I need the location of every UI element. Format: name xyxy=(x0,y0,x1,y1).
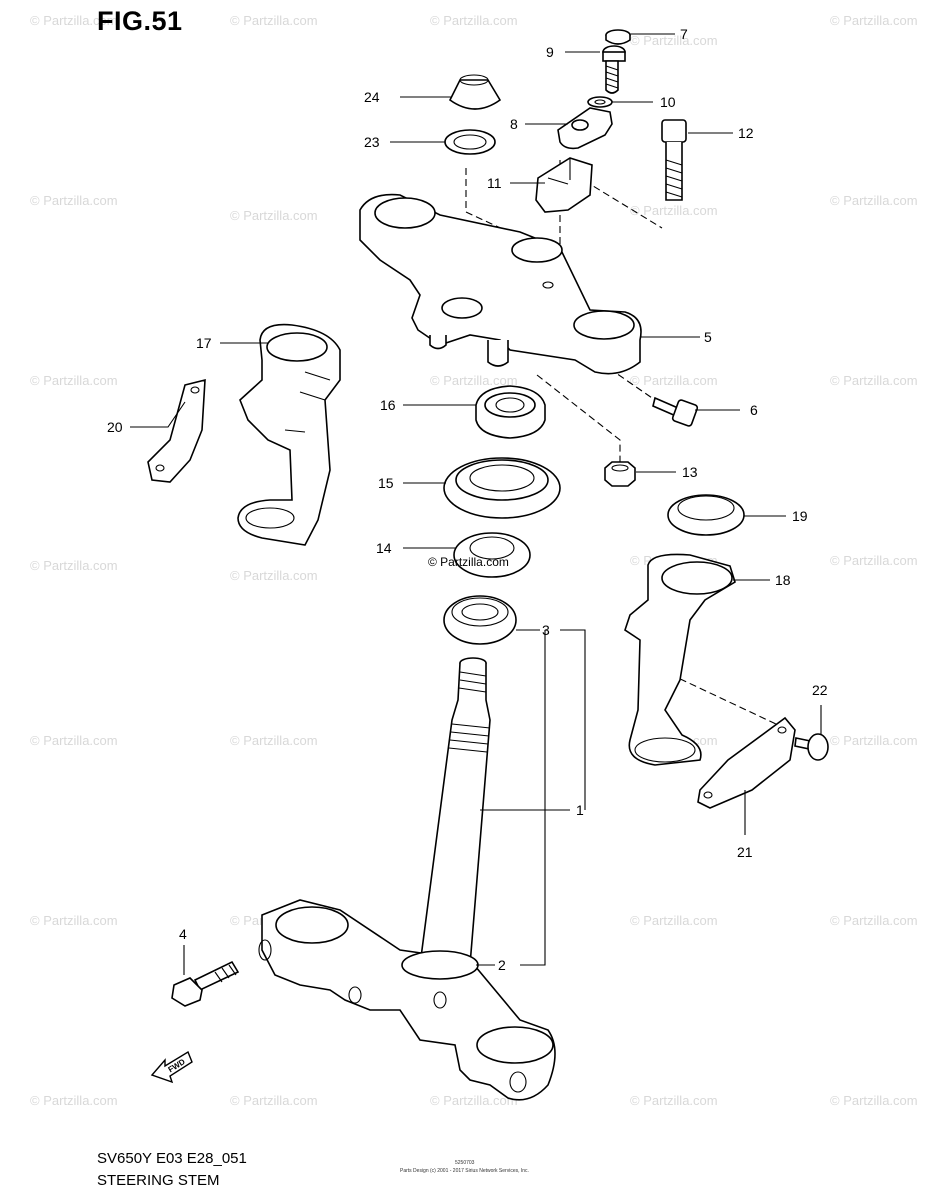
part-9-bolt xyxy=(602,45,626,94)
part-19-seal xyxy=(667,494,745,536)
callout-12: 12 xyxy=(738,125,754,141)
callout-4: 4 xyxy=(179,926,187,942)
watermark: © Partzilla.com xyxy=(830,913,918,928)
part-24-cap xyxy=(448,74,502,110)
watermark: © Partzilla.com xyxy=(230,208,318,223)
watermark: © Partzilla.com xyxy=(30,913,118,928)
callout-10: 10 xyxy=(660,94,676,110)
part-1-steering-stem xyxy=(419,657,491,966)
watermark: © Partzilla.com xyxy=(430,13,518,28)
part-10-washer xyxy=(587,96,613,108)
watermark: © Partzilla.com xyxy=(830,193,918,208)
watermark: © Partzilla.com xyxy=(830,1093,918,1108)
part-13-nut xyxy=(604,461,636,487)
callout-16: 16 xyxy=(380,397,396,413)
callout-15: 15 xyxy=(378,475,394,491)
watermark: © Partzilla.com xyxy=(230,733,318,748)
part-7-cap xyxy=(605,29,631,45)
callout-9: 9 xyxy=(546,44,554,60)
model-code: SV650Y E03 E28_051 xyxy=(97,1150,247,1167)
callout-20: 20 xyxy=(107,419,123,435)
callout-21: 21 xyxy=(737,844,753,860)
copyright-text: Parts Design (c) 2001 - 2017 Sirius Netw… xyxy=(400,1168,529,1174)
callout-numbers: 7 9 10 8 12 24 23 11 5 6 13 16 15 14 3 1… xyxy=(107,26,828,973)
callout-11: 11 xyxy=(487,175,502,191)
fwd-arrow-icon: FWD xyxy=(150,1050,193,1084)
watermark: © Partzilla.com xyxy=(30,193,118,208)
part-18-right-bracket xyxy=(624,553,736,766)
callout-24: 24 xyxy=(364,89,380,105)
figure-title: FIG.51 xyxy=(97,6,183,36)
watermark: © Partzilla.com xyxy=(30,373,118,388)
part-21-plate xyxy=(697,716,796,809)
part-20-plate xyxy=(147,378,206,483)
watermark: © Partzilla.com xyxy=(230,568,318,583)
part-12-bolt xyxy=(661,119,687,201)
callout-7: 7 xyxy=(680,26,688,42)
callout-2: 2 xyxy=(498,957,506,973)
part-2-lower-bracket xyxy=(258,899,556,1101)
part-17-left-bracket xyxy=(237,323,341,546)
callout-13: 13 xyxy=(682,464,698,480)
callout-5: 5 xyxy=(704,329,712,345)
watermark: © Partzilla.com xyxy=(830,733,918,748)
callout-1: 1 xyxy=(576,802,584,818)
part-15-dust-seal xyxy=(443,457,561,519)
watermark: © Partzilla.com xyxy=(30,733,118,748)
part-11-holder xyxy=(535,157,593,213)
watermark: © Partzilla.com xyxy=(630,373,718,388)
section-name: STEERING STEM xyxy=(97,1172,220,1189)
watermark: © Partzilla.com xyxy=(230,1093,318,1108)
watermark: © Partzilla.com xyxy=(30,558,118,573)
watermark: © Partzilla.com xyxy=(430,1093,518,1108)
watermark: © Partzilla.com xyxy=(30,13,118,28)
callout-14: 14 xyxy=(376,540,392,556)
watermark-grid: © Partzilla.com © Partzilla.com © Partzi… xyxy=(30,13,918,1108)
part-3-bearing xyxy=(443,595,517,645)
part-14-bearing-race xyxy=(453,532,531,578)
callout-17: 17 xyxy=(196,335,212,351)
callout-18: 18 xyxy=(775,572,791,588)
part-23-washer xyxy=(444,129,496,155)
watermark: © Partzilla.com xyxy=(630,1093,718,1108)
part-16-steering-nut xyxy=(475,385,546,439)
watermark: © Partzilla.com xyxy=(830,13,918,28)
part-8-clamp xyxy=(557,107,613,150)
watermark: © Partzilla.com xyxy=(230,13,318,28)
callout-23: 23 xyxy=(364,134,380,150)
watermark: © Partzilla.com xyxy=(630,913,718,928)
watermark: © Partzilla.com xyxy=(30,1093,118,1108)
leader-lines xyxy=(130,33,822,975)
callout-3: 3 xyxy=(542,622,550,638)
callout-8: 8 xyxy=(510,116,518,132)
watermark: © Partzilla.com xyxy=(830,373,918,388)
callout-6: 6 xyxy=(750,402,758,418)
part-5-upper-bracket xyxy=(359,193,642,375)
center-watermark: © Partzilla.com xyxy=(428,555,509,569)
watermark: © Partzilla.com xyxy=(830,553,918,568)
callout-22: 22 xyxy=(812,682,828,698)
callout-19: 19 xyxy=(792,508,808,524)
watermark: © Partzilla.com xyxy=(630,203,718,218)
watermark: © Partzilla.com xyxy=(630,33,718,48)
part-6-bolt xyxy=(652,396,699,427)
diagram-code: 5250703 xyxy=(455,1160,475,1166)
part-22-bolt xyxy=(794,733,829,761)
part-4-bolt xyxy=(171,960,240,1007)
watermark: © Partzilla.com xyxy=(430,373,518,388)
